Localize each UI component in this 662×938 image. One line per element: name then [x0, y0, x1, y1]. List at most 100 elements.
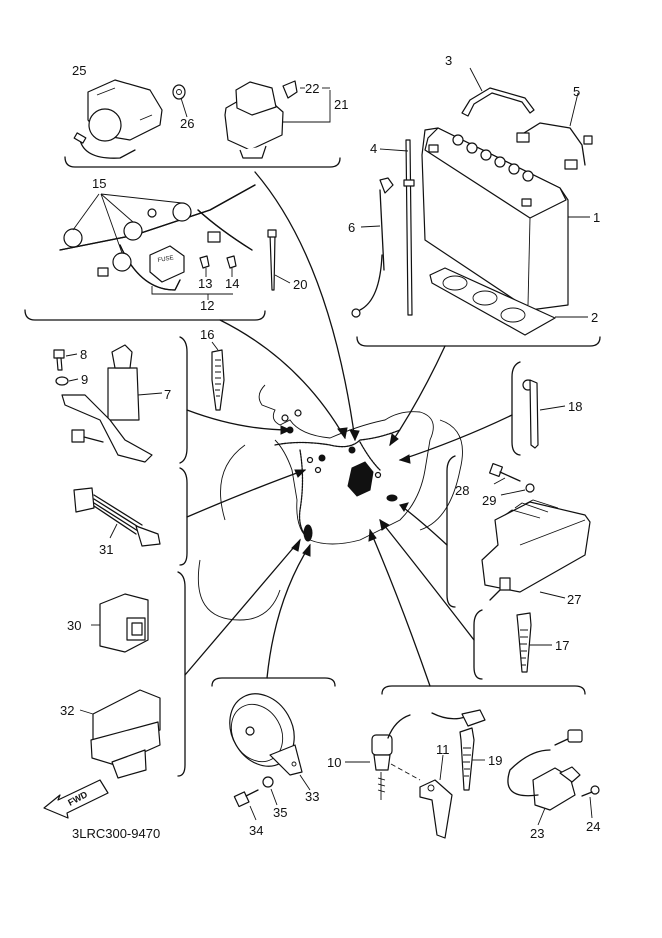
callout-23: 23: [530, 826, 544, 841]
callout-34: 34: [249, 823, 263, 838]
part-18-band: [522, 379, 566, 449]
callout-2: 2: [591, 310, 598, 325]
part-12-harness: [59, 184, 256, 300]
part-8-bolt: [53, 349, 78, 371]
part-28-bolt: [488, 462, 521, 485]
callout-7: 7: [164, 387, 171, 402]
callout-32: 32: [60, 703, 74, 718]
callout-12: 12: [200, 298, 214, 313]
part-fuse-box: FUSE: [149, 245, 185, 283]
bracket-band-17: [473, 609, 483, 680]
leader-switch-condenser: [369, 529, 431, 687]
part-code: 3LRC300-9470: [72, 826, 160, 841]
leader-rectifier: [399, 504, 448, 546]
frame-harness-assembly: [197, 384, 463, 621]
leader-band-18: [399, 414, 513, 461]
callout-8: 8: [80, 347, 87, 362]
callout-18: 18: [568, 399, 582, 414]
leader-harness: [219, 319, 346, 439]
callout-11: 11: [436, 742, 450, 757]
part-29-washer: [500, 483, 535, 496]
callout-19: 19: [488, 753, 502, 768]
callout-26: 26: [180, 116, 194, 131]
callout-1: 1: [593, 210, 600, 225]
bracket-main-switch: [179, 336, 188, 464]
leader-horn: [266, 544, 311, 679]
callout-14: 14: [225, 276, 239, 291]
callout-3: 3: [445, 53, 452, 68]
part-3-battery-band: [461, 67, 535, 117]
part-6-cable: [351, 177, 394, 318]
leader-main-switch: [186, 409, 291, 431]
callout-20: 20: [293, 277, 307, 292]
callout-5: 5: [573, 84, 580, 99]
part-13-fuse: [199, 255, 210, 277]
callout-21: 21: [334, 97, 348, 112]
callout-30: 30: [67, 618, 81, 633]
part-34-bolt: [233, 789, 259, 821]
part-33-horn: [229, 693, 311, 791]
bracket-horn-relay: [64, 156, 341, 168]
callout-4: 4: [370, 141, 377, 156]
bracket-switch-condenser: [381, 685, 586, 695]
part-20-band: [267, 229, 291, 291]
callout-31: 31: [99, 542, 113, 557]
callout-labels: 3 5 4 6 1 2 25 26 22 21 15 13 14 12 20 8…: [60, 53, 600, 841]
part-30-relay: [91, 593, 149, 653]
bracket-lead-31: [179, 467, 188, 566]
part-2-battery-pad: [429, 267, 588, 336]
leader-lead-31: [186, 469, 306, 518]
part-14-fuse: [226, 255, 237, 277]
bracket-harness: [24, 309, 266, 321]
callout-28: 28: [455, 483, 469, 498]
part-23-condenser: [507, 729, 583, 826]
callout-10: 10: [327, 755, 341, 770]
leader-horn-relay: [254, 171, 356, 441]
fwd-arrow: FWD: [43, 779, 109, 819]
part-10-neutral-switch: [345, 709, 486, 800]
part-11-bracket: [419, 754, 453, 839]
part-16-band: [211, 341, 225, 411]
part-24-screw: [581, 785, 600, 819]
leader-arrowheads: [280, 425, 411, 557]
part-35-washer: [262, 776, 278, 806]
callout-24: 24: [586, 819, 600, 834]
part-4-breather: [379, 139, 415, 316]
callout-15: 15: [92, 176, 106, 191]
callout-9: 9: [81, 372, 88, 387]
part-26-nut: [172, 84, 188, 118]
callout-35: 35: [273, 805, 287, 820]
callout-13: 13: [198, 276, 212, 291]
callout-25: 25: [72, 63, 86, 78]
part-17-band: [516, 612, 552, 673]
part-22-fuse: [282, 80, 330, 99]
part-27-rectifier: [481, 499, 591, 601]
bracket-rectifier: [446, 455, 456, 608]
callout-6: 6: [348, 220, 355, 235]
bracket-battery: [356, 336, 601, 347]
callout-29: 29: [482, 493, 496, 508]
part-1-battery: [421, 127, 590, 311]
bracket-relays: [177, 571, 186, 777]
bracket-band-18: [511, 361, 521, 456]
part-5-lead: [516, 92, 593, 170]
leader-relays: [184, 539, 301, 676]
leader-band-17: [379, 519, 475, 641]
callout-22: 22: [305, 81, 319, 96]
part-9-washer: [55, 376, 79, 386]
part-32-relay: [79, 689, 161, 779]
part-25-horn-sub: [73, 79, 163, 159]
bracket-horn: [211, 677, 336, 687]
part-19-band: [459, 727, 485, 791]
callout-33: 33: [305, 789, 319, 804]
part-7-main-switch: [61, 344, 163, 463]
leader-battery: [389, 345, 446, 446]
fuse-box-label: FUSE: [157, 255, 174, 264]
callout-17: 17: [555, 638, 569, 653]
part-15-clamp-leaders: [72, 193, 183, 254]
callout-27: 27: [567, 592, 581, 607]
part-31-lead: [73, 487, 161, 547]
part-21-relay: [224, 81, 331, 159]
